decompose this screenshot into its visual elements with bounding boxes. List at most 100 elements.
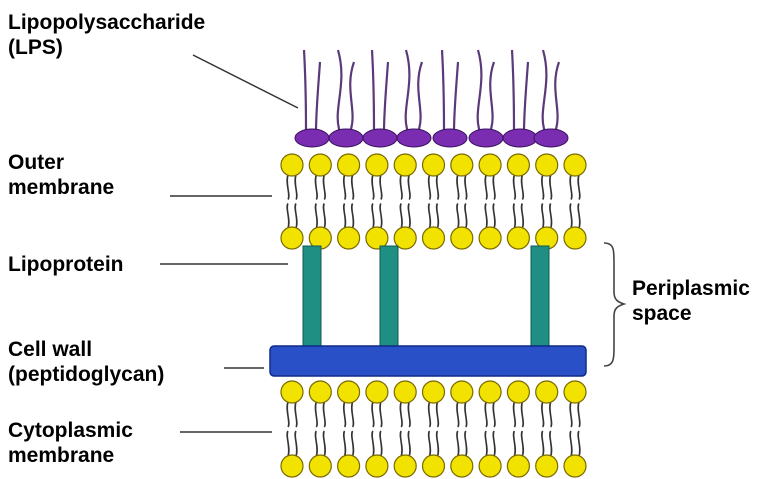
outer-lipid-tail bbox=[514, 175, 516, 228]
outer-lipid-tail bbox=[429, 175, 431, 228]
cyto-lipid-tail bbox=[380, 402, 382, 456]
lipoproteins bbox=[303, 246, 549, 350]
outer-lipid-head-icon bbox=[394, 154, 416, 176]
lps-heads bbox=[295, 129, 568, 147]
cell-wall-label: Cell wall (peptidoglycan) bbox=[8, 337, 164, 387]
lps-head-icon bbox=[295, 129, 329, 147]
outer-lipid-tail bbox=[295, 175, 297, 228]
cyto-lipid-head-icon bbox=[366, 381, 388, 403]
lps-chain bbox=[418, 62, 422, 132]
lps-head-icon bbox=[397, 129, 431, 147]
outer-lipid-tail bbox=[408, 175, 410, 228]
lps-chain bbox=[490, 62, 494, 132]
outer-lipid-tail bbox=[352, 175, 354, 228]
lps-label-line1: Lipopolysaccharide bbox=[8, 10, 205, 35]
cyto-lipid-head-icon bbox=[423, 381, 445, 403]
cyto-lipid-tail bbox=[437, 402, 439, 456]
outer-membrane-label-line2: membrane bbox=[8, 175, 114, 200]
outer-lipid-tail bbox=[465, 175, 467, 228]
lps-head-icon bbox=[503, 129, 537, 147]
cyto-lipid-head-icon bbox=[451, 455, 473, 477]
outer-lipid-head-icon bbox=[479, 154, 501, 176]
outer-lipid-head-icon bbox=[564, 227, 586, 249]
outer-membrane-heads bbox=[281, 154, 586, 249]
outer-lipid-head-icon bbox=[507, 154, 529, 176]
cyto-lipid-head-icon bbox=[281, 381, 303, 403]
cyto-lipid-tail bbox=[522, 402, 524, 456]
outer-lipid-tail bbox=[578, 175, 580, 228]
outer-lipid-tail bbox=[522, 175, 524, 228]
cyto-lipid-tail bbox=[485, 402, 487, 456]
lps-head-icon bbox=[363, 129, 397, 147]
outer-lipid-head-icon bbox=[338, 154, 360, 176]
cytoplasmic-membrane-label: Cytoplasmic membrane bbox=[8, 418, 133, 468]
outer-lipid-head-icon bbox=[451, 227, 473, 249]
cytoplasmic-membrane-label-line2: membrane bbox=[8, 443, 133, 468]
lipoprotein-label: Lipoprotein bbox=[8, 252, 123, 277]
outer-lipid-head-icon bbox=[281, 227, 303, 249]
outer-lipid-tail bbox=[542, 175, 544, 228]
lps-chain bbox=[478, 50, 482, 132]
outer-lipid-head-icon bbox=[423, 154, 445, 176]
cyto-lipid-tail bbox=[408, 402, 410, 456]
lps-chain bbox=[524, 62, 528, 132]
cyto-lipid-tail bbox=[570, 402, 572, 456]
outer-lipid-tail bbox=[380, 175, 382, 228]
periplasmic-label-line1: Periplasmic bbox=[632, 276, 750, 301]
lps-leader-line bbox=[193, 55, 298, 108]
cyto-lipid-head-icon bbox=[423, 455, 445, 477]
outer-lipid-head-icon bbox=[309, 154, 331, 176]
cyto-lipid-head-icon bbox=[451, 381, 473, 403]
lipoprotein-rod bbox=[303, 246, 321, 350]
cyto-lipid-head-icon bbox=[338, 381, 360, 403]
lps-chain bbox=[406, 50, 410, 132]
cell-wall-label-line1: Cell wall bbox=[8, 337, 164, 362]
lps-chain bbox=[350, 62, 354, 132]
outer-lipid-head-icon bbox=[507, 227, 529, 249]
lps-label-line2: (LPS) bbox=[8, 35, 205, 60]
cyto-lipid-head-icon bbox=[507, 381, 529, 403]
cyto-lipid-tail bbox=[514, 402, 516, 456]
lps-chain bbox=[316, 62, 320, 132]
lipoprotein-label-text: Lipoprotein bbox=[8, 252, 123, 277]
outer-lipid-head-icon bbox=[423, 227, 445, 249]
cyto-lipid-tail bbox=[352, 402, 354, 456]
lps-chain bbox=[384, 62, 388, 132]
outer-lipid-head-icon bbox=[366, 154, 388, 176]
cyto-lipid-head-icon bbox=[507, 455, 529, 477]
outer-lipid-tail bbox=[372, 175, 374, 228]
cyto-lipid-head-icon bbox=[394, 381, 416, 403]
outer-lipid-tail bbox=[550, 175, 552, 228]
cyto-lipid-tail bbox=[323, 402, 325, 456]
lipoprotein-rod bbox=[531, 246, 549, 350]
cyto-lipid-tail bbox=[287, 402, 289, 456]
cyto-lipid-tail bbox=[344, 402, 346, 456]
cyto-lipid-head-icon bbox=[309, 381, 331, 403]
lps-chain bbox=[454, 62, 458, 132]
cyto-lipid-head-icon bbox=[536, 381, 558, 403]
cell-wall-label-line2: (peptidoglycan) bbox=[8, 362, 164, 387]
lps-head-icon bbox=[534, 129, 568, 147]
outer-membrane-tails bbox=[287, 175, 580, 228]
outer-lipid-head-icon bbox=[564, 154, 586, 176]
lps-chain bbox=[555, 62, 559, 132]
outer-lipid-tail bbox=[344, 175, 346, 228]
outer-lipid-head-icon bbox=[338, 227, 360, 249]
lps-chain bbox=[304, 50, 306, 132]
cyto-lipid-head-icon bbox=[564, 455, 586, 477]
outer-lipid-head-icon bbox=[281, 154, 303, 176]
cytoplasmic-membrane-heads bbox=[281, 381, 586, 477]
cyto-lipid-tail bbox=[493, 402, 495, 456]
outer-lipid-tail bbox=[315, 175, 317, 228]
cyto-lipid-head-icon bbox=[479, 455, 501, 477]
lps-head-icon bbox=[433, 129, 467, 147]
lps-head-icon bbox=[469, 129, 503, 147]
outer-lipid-tail bbox=[400, 175, 402, 228]
outer-lipid-head-icon bbox=[479, 227, 501, 249]
cyto-lipid-head-icon bbox=[536, 455, 558, 477]
cyto-lipid-head-icon bbox=[479, 381, 501, 403]
lps-chain bbox=[543, 50, 547, 132]
cyto-lipid-head-icon bbox=[366, 455, 388, 477]
outer-lipid-tail bbox=[493, 175, 495, 228]
